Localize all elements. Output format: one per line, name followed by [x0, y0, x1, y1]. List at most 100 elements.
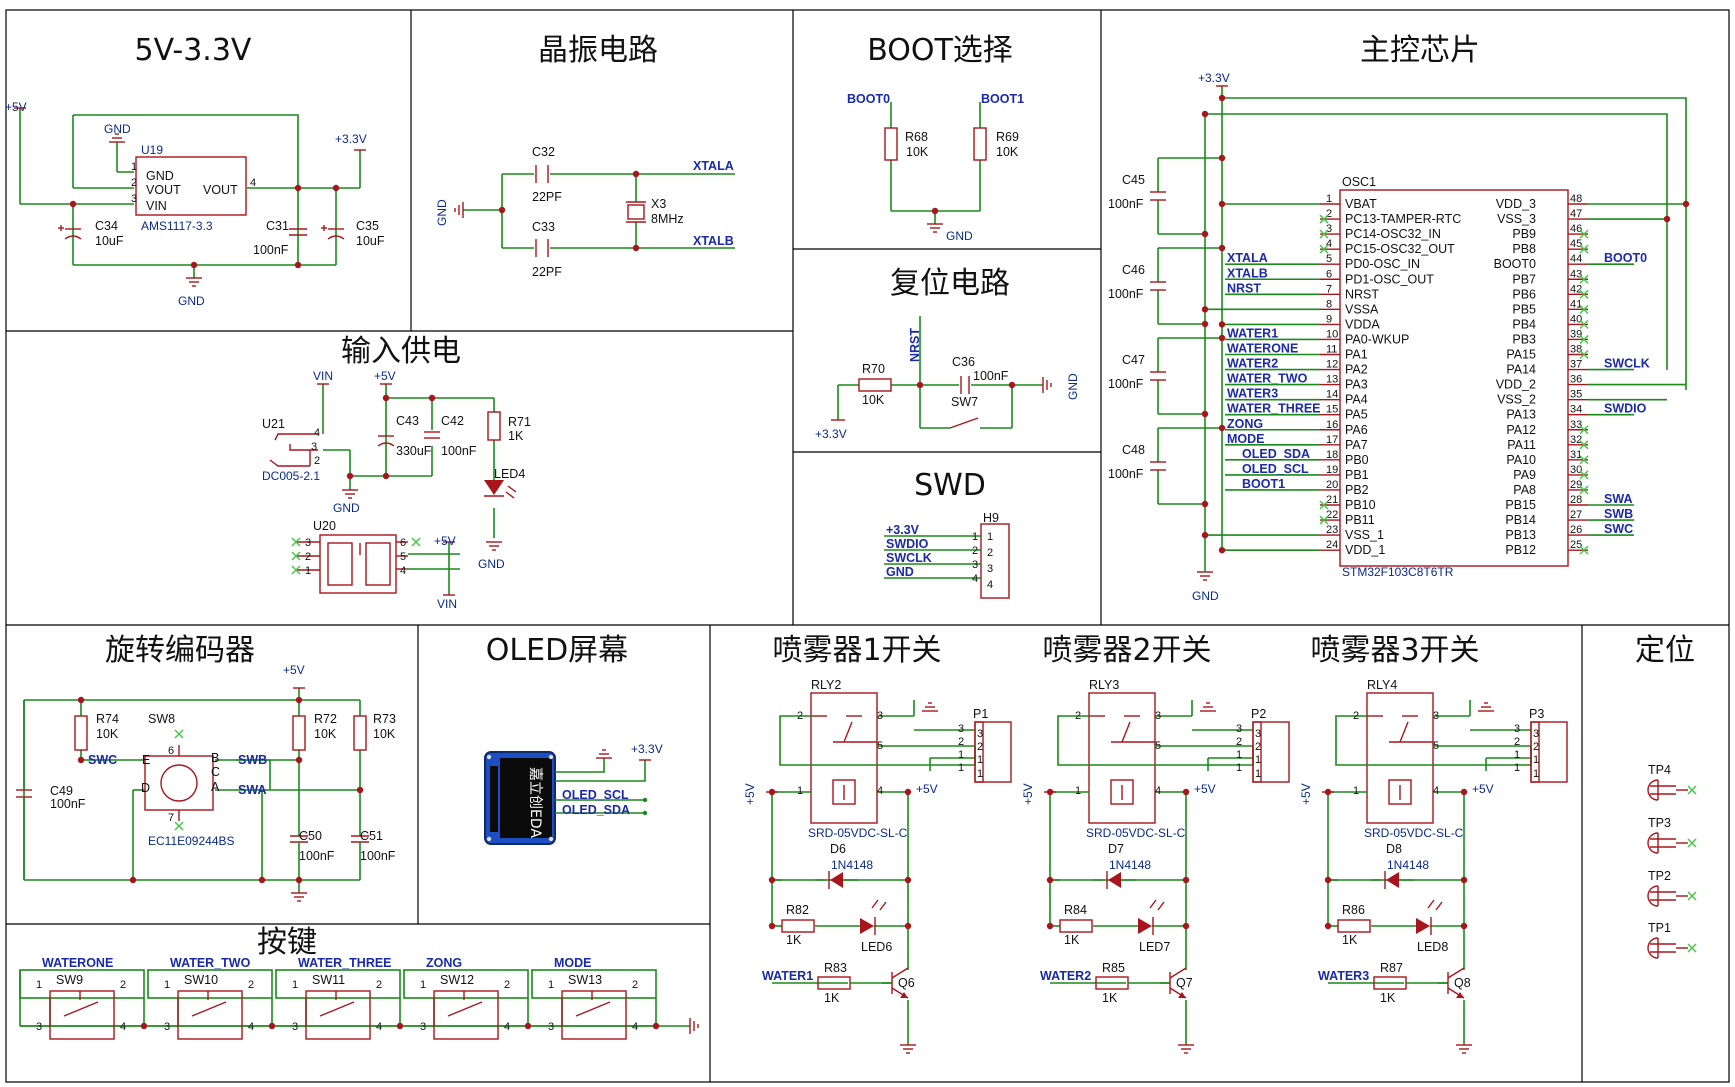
junction-dot: [524, 1022, 532, 1030]
svg-text:B: B: [211, 751, 219, 765]
switch-lever: [191, 1001, 227, 1017]
nc-line: [1579, 470, 1589, 480]
svg-text:10K: 10K: [862, 393, 885, 407]
ams-part: AMS1117-3.3: [141, 219, 213, 233]
nc-line: [1687, 838, 1697, 848]
key-frame: [275, 969, 401, 999]
svg-text:3: 3: [311, 441, 317, 453]
h9-body: [980, 523, 1010, 599]
mcu-pin-name: PA15: [1506, 348, 1536, 362]
svg-text:100nF: 100nF: [973, 369, 1009, 383]
net-p5v: +5V: [916, 782, 938, 796]
swd-pin-number: 1: [987, 531, 993, 543]
svg-text:+3.3V: +3.3V: [631, 742, 663, 756]
swd-pin-number: 3: [972, 559, 978, 571]
switch-body: [177, 990, 243, 1040]
relay-contact: [1121, 721, 1131, 743]
transistor-arrow: [1178, 992, 1186, 998]
resistor-value: 1K: [1342, 933, 1358, 947]
mcu-net-label: BOOT0: [1604, 251, 1647, 265]
svg-text:C34: C34: [95, 219, 118, 233]
key-pin: 3: [36, 1021, 42, 1033]
svg-text:6: 6: [400, 537, 406, 549]
mcu-pin-name: PA2: [1345, 363, 1368, 377]
relay-pin: 3: [877, 710, 883, 722]
svg-text:330uF: 330uF: [396, 444, 432, 458]
junction-dot: [1201, 410, 1209, 418]
connector-pin: 1: [1255, 768, 1261, 780]
nc-line: [1579, 274, 1589, 284]
connector-pin: 1: [1533, 754, 1539, 766]
mcu-pin-name: PA0-WKUP: [1345, 332, 1409, 346]
mcu-pin-number: 27: [1570, 509, 1582, 521]
nc-line: [1687, 891, 1697, 901]
cap-value: 100nF: [1108, 467, 1144, 481]
title-encoder: 旋转编码器: [105, 633, 255, 668]
relay-pin: 4: [877, 785, 883, 797]
nc-line: [1579, 334, 1589, 344]
gnd-label: GND: [104, 122, 131, 136]
net-p5v: +5V: [1021, 783, 1035, 805]
pin-vin: VIN: [146, 199, 167, 213]
svg-text:GND: GND: [946, 229, 973, 243]
title-keys: 按键: [257, 925, 317, 960]
cap-ref: C46: [1122, 263, 1145, 277]
transistor-icon: [1169, 967, 1187, 979]
relay-coil: [1388, 779, 1412, 805]
connector-pin: 2: [1236, 736, 1242, 748]
testpoint-icon: [1647, 832, 1659, 854]
title-power: 输入供电: [341, 334, 461, 369]
relay-pin: 2: [797, 710, 803, 722]
mcu-pin-number: 19: [1326, 464, 1338, 476]
svg-text:3: 3: [305, 537, 311, 549]
junction-dot: [396, 1022, 404, 1030]
connector-pin: 3: [1533, 728, 1539, 740]
connector-pin: 2: [977, 741, 983, 753]
mcu-net-label: XTALB: [1227, 266, 1268, 280]
gnd-icon: [927, 223, 943, 233]
no-connect-icon: [1579, 440, 1589, 450]
svg-text:10K: 10K: [373, 727, 396, 741]
svg-text:+3.3V: +3.3V: [1198, 71, 1230, 85]
gnd-icon: [1456, 1044, 1472, 1054]
mcu-net-label: WATER_TWO: [1227, 372, 1308, 386]
gnd-icon: [596, 749, 612, 759]
swd-net-label: +3.3V: [886, 523, 920, 537]
title-boot: BOOT选择: [867, 33, 1013, 68]
switch-lever: [447, 1001, 483, 1017]
svg-text:U21: U21: [262, 417, 285, 431]
junction-dot: [1201, 110, 1209, 118]
mcu-pin-name: PA11: [1507, 438, 1536, 452]
no-connect-icon: [1579, 289, 1589, 299]
nc-line: [1579, 349, 1589, 360]
svg-text:22PF: 22PF: [532, 265, 562, 279]
key-pin: 4: [504, 1021, 510, 1033]
resistor-ref: R86: [1342, 903, 1365, 917]
key-pin: 3: [420, 1021, 426, 1033]
key-pin: 4: [120, 1021, 126, 1033]
mcu-pin-number: 33: [1570, 419, 1582, 431]
svg-text:GND: GND: [478, 557, 505, 571]
mcu-pin-name: PC15-OSC32_OUT: [1345, 242, 1455, 256]
gnd-icon: [291, 892, 307, 902]
mcu-pin-number: 18: [1326, 449, 1338, 461]
svg-text:STM32F103C8T6TR: STM32F103C8T6TR: [1342, 565, 1454, 579]
cap-ref: C45: [1122, 173, 1145, 187]
mcu-net-label: SWC: [1604, 522, 1633, 536]
relay-ref: RLY2: [811, 678, 841, 692]
svg-text:10uF: 10uF: [356, 234, 385, 248]
led-ray: [1435, 901, 1443, 911]
key-pin: 2: [376, 979, 382, 991]
title-oled: OLED屏幕: [486, 633, 628, 668]
mcu-pin-number: 30: [1570, 464, 1582, 476]
key-ref: SW12: [440, 973, 474, 987]
transistor-ref: Q8: [1454, 976, 1471, 990]
connector-pin: 1: [977, 768, 983, 780]
no-connect-icon: [1579, 244, 1589, 254]
mcu-pin-name: PB3: [1512, 332, 1536, 346]
boot-section: BOOT0 BOOT1 R68 10K R69 10K GND: [847, 92, 1024, 243]
connector-ref: P1: [973, 707, 988, 721]
title-locate: 定位: [1635, 633, 1695, 668]
relay-pin: 4: [1155, 785, 1161, 797]
